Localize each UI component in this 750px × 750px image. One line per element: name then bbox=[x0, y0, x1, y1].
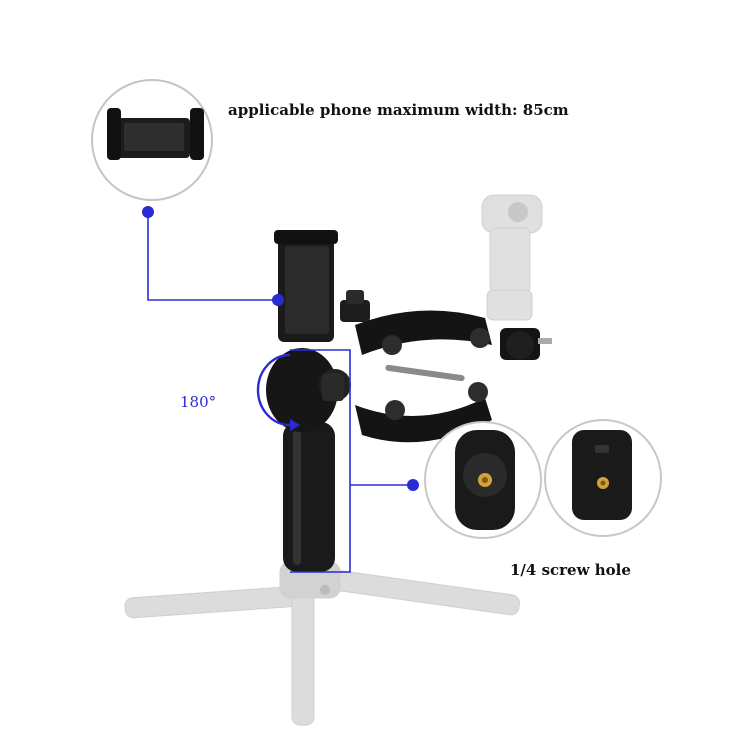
camera-ghost bbox=[481, 194, 543, 321]
leader-dot-clamp bbox=[272, 294, 284, 306]
screw-hole-side-callout bbox=[544, 419, 662, 537]
phone-clamp bbox=[274, 230, 338, 342]
rotation-arrowhead bbox=[290, 419, 300, 431]
leader-dot-screw bbox=[407, 479, 419, 491]
phone-clamp-callout bbox=[91, 79, 213, 201]
grip-handle bbox=[283, 422, 335, 572]
leader-line-phone bbox=[147, 212, 276, 301]
leader-line-screw bbox=[290, 349, 412, 573]
screw-hole-bottom-callout bbox=[424, 421, 542, 539]
rotation-joint bbox=[266, 348, 351, 432]
linkage-arm bbox=[355, 310, 552, 443]
rotation-angle-label: 180° bbox=[180, 393, 217, 411]
rotation-arrow bbox=[256, 353, 291, 427]
leader-dot-top bbox=[142, 206, 154, 218]
tripod-ghost bbox=[124, 561, 520, 726]
tightening-knob bbox=[340, 290, 370, 322]
screw-hole-label: 1/4 screw hole bbox=[510, 561, 631, 579]
phone-width-label: applicable phone maximum width: 85cm bbox=[228, 101, 569, 119]
